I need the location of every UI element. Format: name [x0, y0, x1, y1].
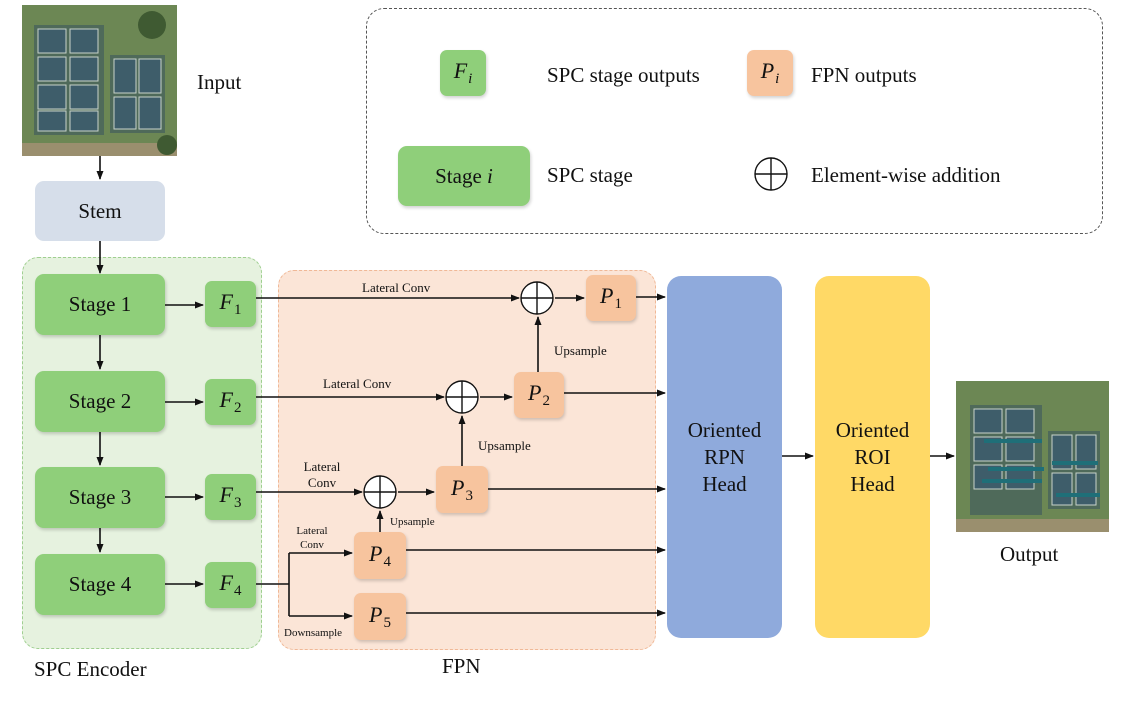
fpn-p4-block: P4: [354, 532, 406, 579]
legend-fi-swatch: Fi: [440, 50, 486, 96]
legend-pi-swatch: Pi: [747, 50, 793, 96]
stage-3-block: Stage 3: [35, 467, 165, 528]
fpn-p3-block: P3: [436, 466, 488, 513]
legend-fi-desc: SPC stage outputs: [547, 63, 700, 87]
fpn-p1-block: P1: [586, 275, 636, 321]
stage-1-block: Stage 1: [35, 274, 165, 335]
stage-4-block: Stage 4: [35, 554, 165, 615]
upsample-label-3: Upsample: [390, 516, 435, 528]
oriented-rpn-head: Oriented RPN Head: [667, 276, 782, 638]
oriented-roi-head: Oriented ROI Head: [815, 276, 930, 638]
stage-2-block: Stage 2: [35, 371, 165, 432]
upsample-label-2: Upsample: [478, 438, 531, 453]
feature-f1-block: F1: [205, 281, 256, 327]
legend-stage-swatch: Stage i: [398, 146, 530, 206]
fpn-p2-block: P2: [514, 372, 564, 418]
lateral-conv-label-1: Lateral Conv: [362, 280, 431, 295]
lateral-conv-label-2: Lateral Conv: [323, 376, 392, 391]
legend-pi-desc: FPN outputs: [811, 63, 917, 87]
fpn-p5-block: P5: [354, 593, 406, 640]
legend-add-desc: Element-wise addition: [811, 163, 1001, 187]
lateral-conv-label-4b: Conv: [300, 539, 324, 551]
spc-encoder-label: SPC Encoder: [34, 657, 147, 681]
input-image: [22, 5, 177, 156]
output-image: [956, 381, 1109, 532]
legend-frame: [366, 8, 1103, 234]
fpn-region: [278, 270, 656, 650]
feature-f2-block: F2: [205, 379, 256, 425]
upsample-label-1: Upsample: [554, 343, 607, 358]
feature-f3-block: F3: [205, 474, 256, 520]
input-label: Input: [197, 70, 242, 94]
fpn-label: FPN: [442, 654, 481, 678]
output-label: Output: [1000, 542, 1059, 566]
stem-block: Stem: [35, 181, 165, 241]
downsample-label: Downsample: [284, 627, 343, 639]
lateral-conv-label-4a: Lateral: [296, 525, 328, 537]
legend-stage-desc: SPC stage: [547, 163, 633, 187]
lateral-conv-label-3b: Conv: [307, 475, 337, 490]
feature-f4-block: F4: [205, 562, 256, 608]
lateral-conv-label-3a: Lateral: [303, 459, 341, 474]
